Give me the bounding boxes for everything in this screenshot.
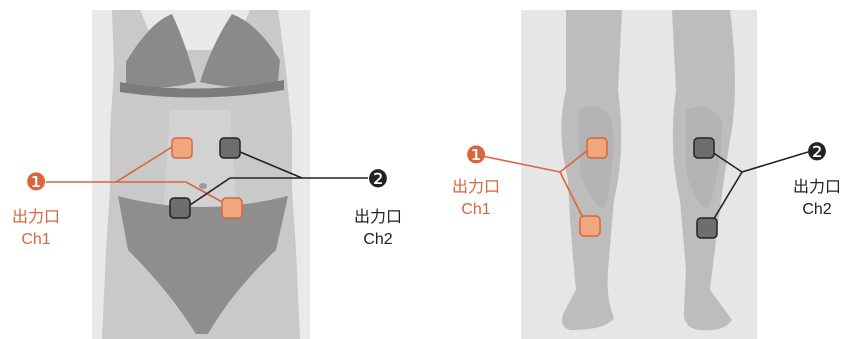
left-ch1-pad-upper bbox=[172, 138, 192, 158]
left-ch2-pad-upper bbox=[220, 138, 240, 158]
right-ch1-label-line1: 出力口 bbox=[452, 177, 500, 196]
left-ch2-number-badge: ❷ bbox=[367, 165, 389, 193]
left-ch2-pad-lower bbox=[170, 198, 190, 218]
left-ch2-label-line1: 出力口 bbox=[354, 207, 402, 226]
right-ch1-number-badge: ❶ bbox=[465, 141, 487, 169]
right-ch2-pad-lower bbox=[697, 218, 717, 238]
right-ch1-pad-lower bbox=[580, 216, 600, 236]
left-ch1-label-line2: Ch1 bbox=[21, 231, 50, 248]
right-ch2-label-line2: Ch2 bbox=[802, 201, 831, 218]
right-ch2-number-badge: ❷ bbox=[806, 138, 828, 166]
left-ch1-pad-lower bbox=[222, 198, 242, 218]
right-ch1-pad-upper bbox=[587, 138, 607, 158]
right-ch1-label-line2: Ch1 bbox=[461, 201, 490, 218]
left-ch1-label-line1: 出力口 bbox=[12, 207, 60, 226]
legs-photo bbox=[521, 10, 757, 339]
right-ch2-label-line1: 出力口 bbox=[793, 177, 841, 196]
abdomen-photo bbox=[92, 10, 310, 339]
left-ch1-number-badge: ❶ bbox=[25, 168, 47, 196]
abdomen-navel bbox=[199, 183, 207, 189]
left-ch2-label-line2: Ch2 bbox=[363, 231, 392, 248]
right-ch2-pad-upper bbox=[694, 138, 714, 158]
